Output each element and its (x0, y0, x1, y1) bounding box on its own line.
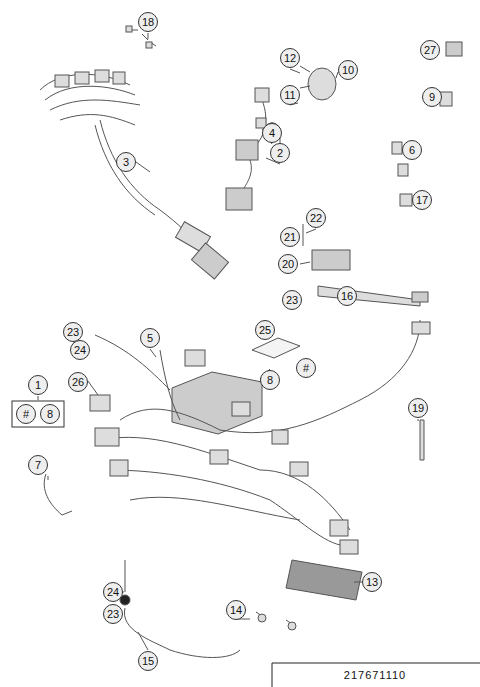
callout-number: 2 (270, 143, 290, 163)
callout-number: 23 (282, 290, 302, 310)
callout-number: 23 (103, 604, 123, 624)
callout-number: 25 (255, 320, 275, 340)
drawing-number: 217671110 (341, 669, 409, 682)
callout-number: 8 (40, 404, 60, 424)
callout-number: 20 (278, 254, 298, 274)
callout-number: 22 (306, 208, 326, 228)
callout-number: # (16, 404, 36, 424)
callout-number: 1 (28, 375, 48, 395)
callout-number: 24 (103, 582, 123, 602)
callout-number: 21 (280, 227, 300, 247)
callout-number: 4 (262, 123, 282, 143)
callout-number: 8 (260, 370, 280, 390)
callout-number: 9 (422, 87, 442, 107)
callout-number: 15 (138, 651, 158, 671)
callout-number: 10 (338, 60, 358, 80)
callout-number: 16 (337, 286, 357, 306)
callout-number: 7 (28, 455, 48, 475)
callout-number: 17 (412, 190, 432, 210)
callout-number: 26 (68, 372, 88, 392)
callout-number: 12 (280, 48, 300, 68)
callout-number: 19 (408, 398, 428, 418)
callout-number: 13 (362, 572, 382, 592)
callout-number: 5 (140, 328, 160, 348)
callout-number: 6 (402, 140, 422, 160)
callout-number: 14 (226, 600, 246, 620)
callout-number: 3 (116, 152, 136, 172)
callout-number: 18 (138, 12, 158, 32)
callout-number: 11 (280, 85, 300, 105)
callout-number: # (296, 358, 316, 378)
callout-number: 27 (420, 40, 440, 60)
callout-number: 24 (70, 340, 90, 360)
callout-number: 23 (63, 322, 83, 342)
